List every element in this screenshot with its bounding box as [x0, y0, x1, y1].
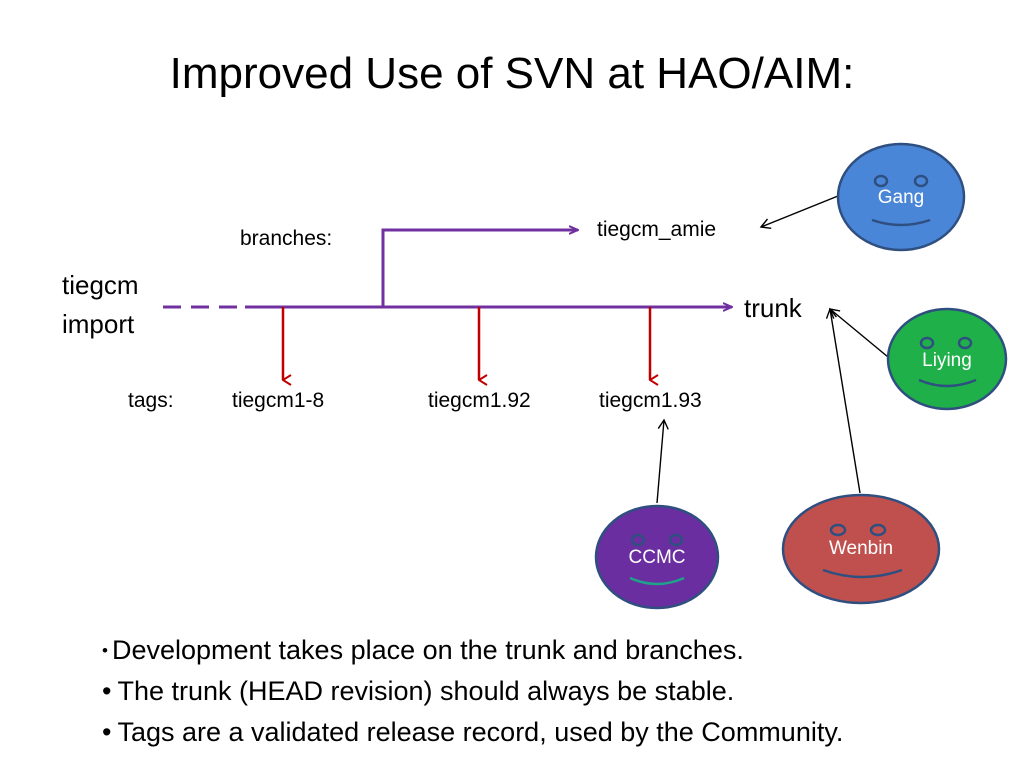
tag-label-3: tiegcm1.93	[599, 389, 702, 412]
bullet-text: Development takes place on the trunk and…	[111, 635, 744, 665]
liying-face	[886, 307, 1008, 411]
bullet-text: The trunk (HEAD revision) should always …	[117, 676, 735, 706]
wenbin-face	[781, 493, 941, 605]
wenbin-name: Wenbin	[829, 538, 893, 559]
bullet-item: •The trunk (HEAD revision) should always…	[102, 671, 1002, 712]
slide-title: Improved Use of SVN at HAO/AIM:	[169, 49, 855, 98]
liying-name: Liying	[922, 350, 972, 371]
wenbin-pointer-arrow	[825, 307, 861, 494]
ccmc-name: CCMC	[629, 547, 686, 568]
tags-label: tags:	[128, 389, 174, 412]
tag-label-2: tiegcm1.92	[428, 389, 531, 412]
person-ccmc: CCMC	[594, 504, 720, 610]
person-wenbin: Wenbin	[781, 493, 941, 605]
ccmc-face	[594, 504, 720, 610]
bullet-dot-icon: •	[102, 676, 112, 706]
gang-name: Gang	[878, 187, 924, 208]
bullet-dot-icon: •	[102, 717, 112, 747]
ccmc-pointer-arrow	[656, 418, 669, 504]
bullet-dot-icon: •	[102, 641, 108, 660]
import-label-line1: tiegcm	[62, 270, 139, 300]
import-label-line2: import	[62, 309, 135, 339]
bullet-list: •Development takes place on the trunk an…	[102, 630, 1002, 753]
gang-face	[836, 142, 966, 252]
liying-pointer-arrow	[828, 308, 889, 358]
branch-name-label: tiegcm_amie	[597, 218, 716, 241]
person-gang: Gang	[836, 142, 966, 252]
person-liying: Liying	[886, 307, 1008, 411]
bullet-item: •Tags are a validated release record, us…	[102, 712, 1002, 753]
branch-line	[381, 230, 578, 307]
bullet-text: Tags are a validated release record, use…	[117, 717, 844, 747]
trunk-label: trunk	[744, 293, 803, 323]
branches-label: branches:	[240, 227, 332, 250]
bullet-item: •Development takes place on the trunk an…	[102, 630, 1002, 671]
tag-label-1: tiegcm1-8	[232, 389, 324, 412]
gang-pointer-arrow	[759, 195, 839, 229]
